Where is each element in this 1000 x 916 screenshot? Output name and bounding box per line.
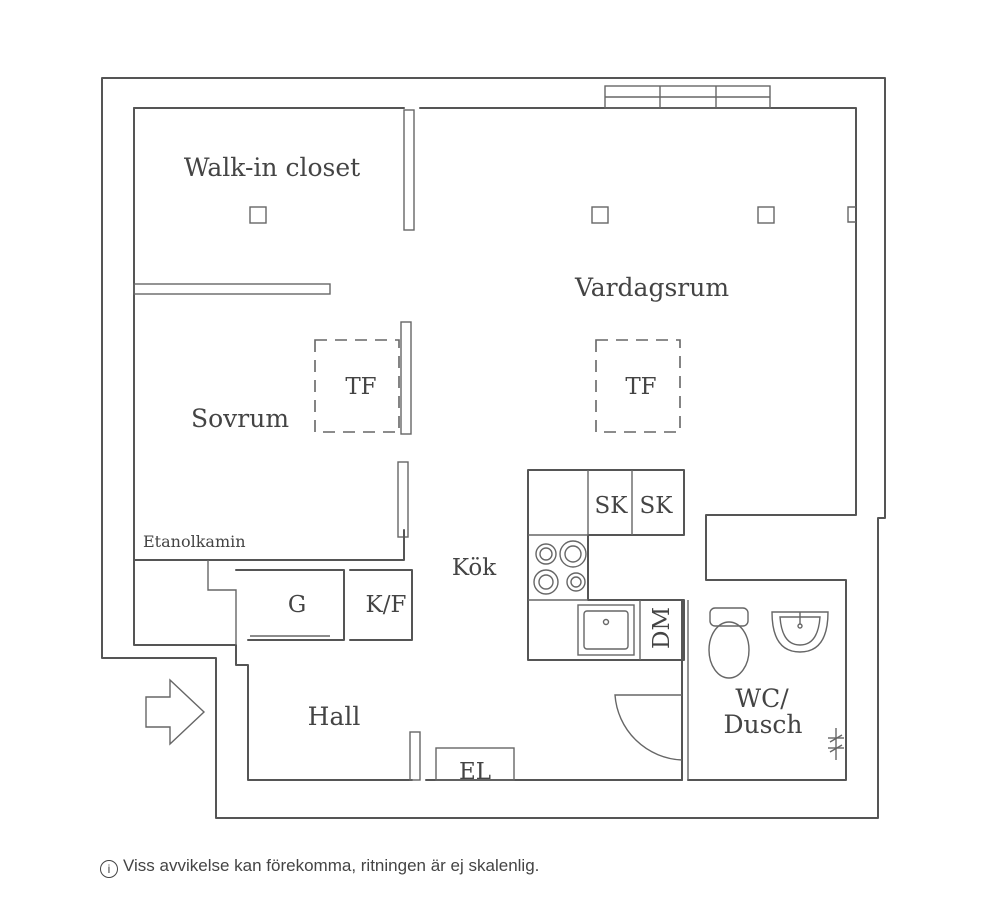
wardrobe-vardagsrum	[595, 339, 681, 433]
label-sk-2: SK	[640, 493, 674, 519]
label-wc-line2: Dusch	[723, 710, 802, 739]
sink-icon	[577, 604, 635, 656]
label-hall: Hall	[308, 702, 361, 731]
label-wc-line1: WC/	[735, 684, 789, 713]
shower-icon	[828, 728, 844, 760]
label-walk-in-closet: Walk-in closet	[184, 153, 360, 182]
label-tf-sovrum: TF	[345, 374, 376, 400]
disclaimer-text: Viss avvikelse kan förekomma, ritningen …	[123, 856, 540, 875]
label-etanolkamin: Etanolkamin	[143, 532, 246, 551]
label-kf: K/F	[366, 592, 407, 618]
interior-walls	[133, 109, 515, 781]
label-g: G	[288, 592, 306, 618]
toilet-icon	[708, 607, 750, 679]
label-tf-vardagsrum: TF	[625, 374, 656, 400]
washbasin-icon	[771, 611, 829, 653]
bathroom-walls	[681, 599, 689, 781]
disclaimer: i Viss avvikelse kan förekomma, ritningen…	[100, 856, 539, 878]
label-kok: Kök	[452, 555, 497, 581]
label-sovrum: Sovrum	[191, 404, 289, 433]
kitchen-counter	[527, 469, 685, 661]
label-dm: DM	[649, 607, 675, 649]
door-swing	[614, 694, 683, 761]
entrance-arrow-icon	[145, 678, 206, 746]
stove-icon	[533, 540, 587, 595]
label-el: EL	[459, 759, 491, 785]
window	[604, 85, 771, 109]
label-vardagsrum: Vardagsrum	[574, 273, 729, 302]
label-sk-1: SK	[595, 493, 629, 519]
ceiling-markers	[249, 206, 856, 224]
wardrobe-sovrum	[314, 339, 400, 433]
info-icon: i	[100, 860, 118, 878]
